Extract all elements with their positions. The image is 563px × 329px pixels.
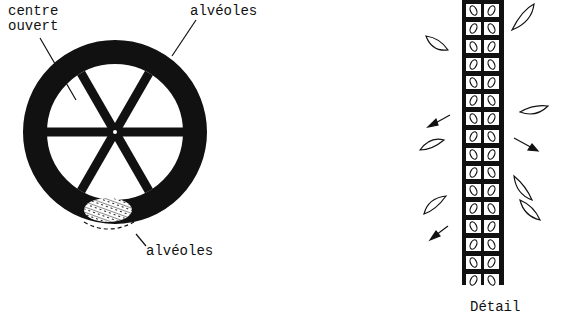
flow-arrows <box>428 115 538 240</box>
cell-leaf <box>469 59 479 71</box>
cell <box>466 220 481 233</box>
cell <box>484 58 499 71</box>
leader-line <box>40 38 76 100</box>
cell-leaf <box>469 257 479 269</box>
cell-leaf <box>487 23 497 35</box>
cell-leaf <box>487 149 497 161</box>
cell <box>466 166 481 179</box>
cell <box>484 94 499 107</box>
cell <box>484 202 499 215</box>
detail-strip <box>462 0 504 285</box>
cell <box>466 238 481 251</box>
cell-leaf <box>469 23 479 35</box>
part-label: alvéoles <box>146 244 236 259</box>
cell-leaf <box>487 95 497 107</box>
cell <box>484 148 499 161</box>
cell <box>484 238 499 251</box>
cell <box>466 148 481 161</box>
cell-leaf <box>469 41 479 53</box>
cell-leaf <box>487 5 497 17</box>
cell-leaf <box>469 185 479 197</box>
cell-leaf <box>469 221 479 233</box>
leader-line <box>136 234 146 246</box>
cell <box>466 94 481 107</box>
hub <box>113 130 117 134</box>
cell <box>484 166 499 179</box>
cell-leaf <box>469 203 479 215</box>
cell-leaf <box>487 59 497 71</box>
cell-leaf <box>487 203 497 215</box>
cell <box>466 202 481 215</box>
cell <box>484 4 499 17</box>
cell-leaf <box>469 77 479 89</box>
cell <box>484 112 499 125</box>
leaves <box>420 4 548 220</box>
cell <box>484 40 499 53</box>
strip-cells <box>466 4 499 287</box>
cell-leaf <box>469 131 479 143</box>
cell <box>466 76 481 89</box>
cell <box>466 112 481 125</box>
caption-label: Détail <box>470 300 540 315</box>
cell-patch-ground <box>84 198 132 222</box>
region-label: centre ouvert <box>8 4 72 34</box>
dashed-arc <box>84 222 134 229</box>
cell-leaf <box>487 221 497 233</box>
cell <box>466 184 481 197</box>
cell-patch <box>84 198 132 222</box>
cell <box>484 256 499 269</box>
cell <box>466 40 481 53</box>
wheel-spokes <box>47 73 183 191</box>
cell-leaf <box>487 41 497 53</box>
cell-leaf <box>487 113 497 125</box>
cell-leaf <box>469 5 479 17</box>
cell-leaf <box>469 275 479 287</box>
label-text: centre ouvert <box>8 3 58 34</box>
cell <box>466 58 481 71</box>
wheel-rim <box>35 52 195 212</box>
cell <box>466 4 481 17</box>
cell <box>466 256 481 269</box>
cell-leaf <box>487 185 497 197</box>
cell <box>466 22 481 35</box>
label-text: Détail <box>470 299 520 315</box>
cell <box>466 130 481 143</box>
leader-line <box>172 20 196 56</box>
cell-leaf <box>469 113 479 125</box>
label-text: alvéoles <box>190 3 257 19</box>
part-label: alvéoles <box>190 4 280 19</box>
cell <box>484 76 499 89</box>
cell-leaf <box>469 239 479 251</box>
cell-leaf <box>487 275 497 287</box>
cell-leaf <box>469 167 479 179</box>
cell-leaf <box>469 149 479 161</box>
cell-leaf <box>469 95 479 107</box>
cell <box>484 130 499 143</box>
cell-leaf <box>487 131 497 143</box>
cell-leaf <box>487 239 497 251</box>
cell-leaf <box>487 77 497 89</box>
cell <box>484 184 499 197</box>
cell <box>484 220 499 233</box>
cell <box>484 22 499 35</box>
cell-leaf <box>487 167 497 179</box>
label-text: alvéoles <box>146 243 213 259</box>
cell <box>466 274 481 287</box>
cell <box>484 274 499 287</box>
cell-leaf <box>487 257 497 269</box>
